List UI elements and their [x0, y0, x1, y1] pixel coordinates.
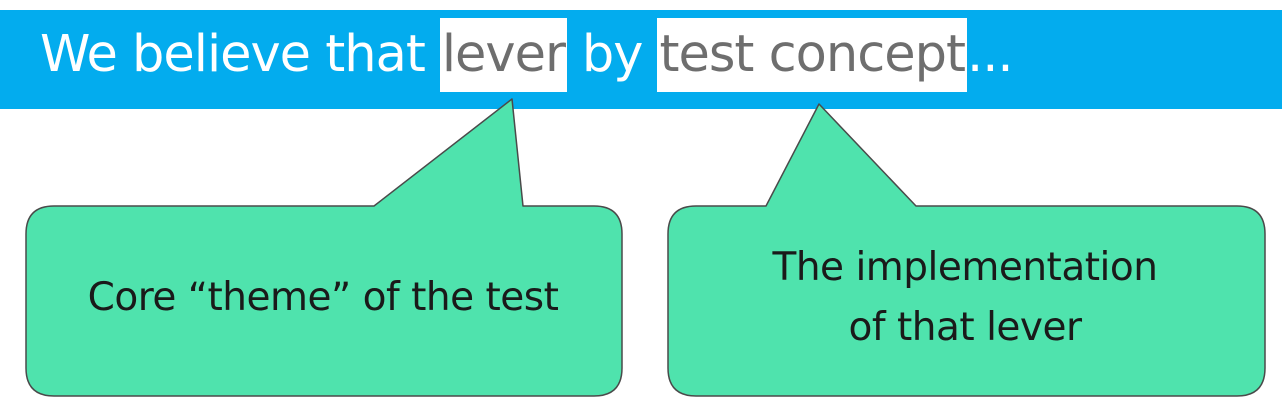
headline-prefix: We believe that	[40, 25, 426, 84]
callout-concept-shape	[667, 103, 1266, 397]
callout-concept-text: The implementation of that lever	[666, 238, 1264, 358]
callout-lever-text: Core “theme” of the test	[87, 275, 559, 320]
callout-lever-shape	[25, 98, 623, 397]
callout-concept-line-1: The implementation	[772, 245, 1158, 290]
headline: We believe that lever by test concept ..…	[40, 18, 1014, 92]
headline-connector: by	[581, 25, 644, 84]
highlight-test-concept: test concept	[657, 18, 967, 92]
callout-concept-line-2: of that lever	[848, 305, 1082, 350]
highlight-lever: lever	[439, 18, 567, 92]
headline-suffix: ...	[967, 25, 1014, 84]
headline-banner	[0, 10, 1282, 109]
